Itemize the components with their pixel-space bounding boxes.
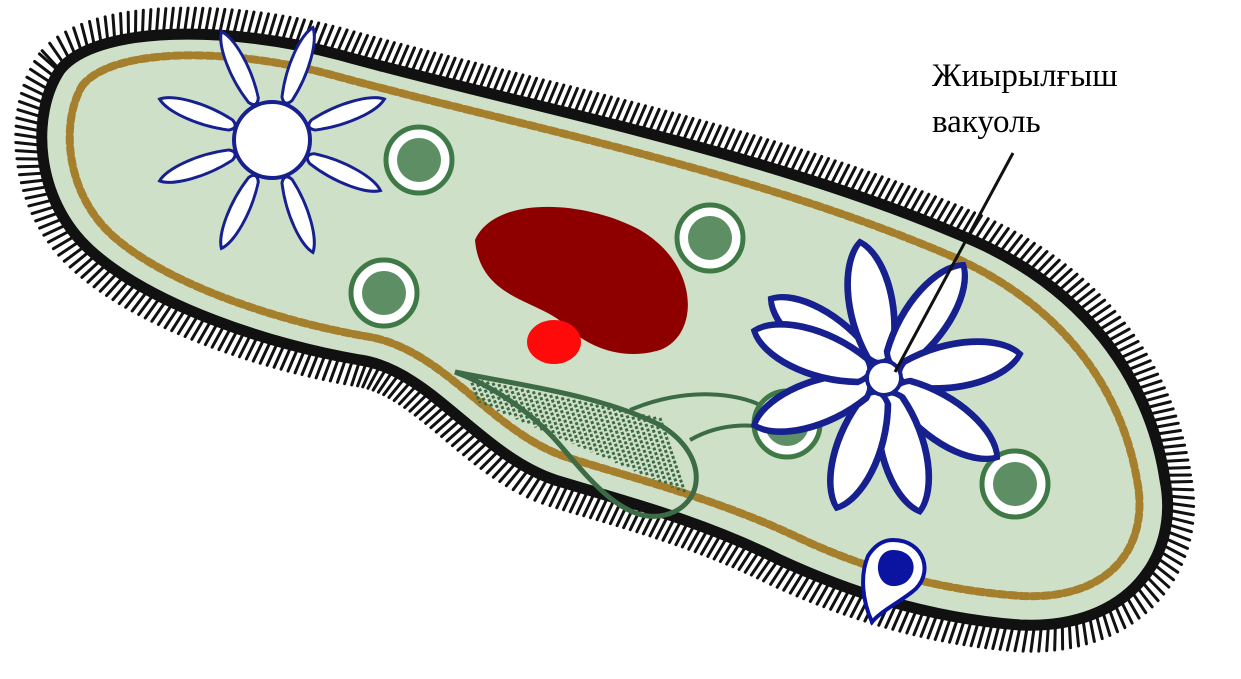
micronucleus [527,320,581,364]
label-contractile-vacuole-line1: Жиырылғыш [932,58,1118,94]
label-contractile-vacuole-line2: вакуоль [932,104,1041,140]
